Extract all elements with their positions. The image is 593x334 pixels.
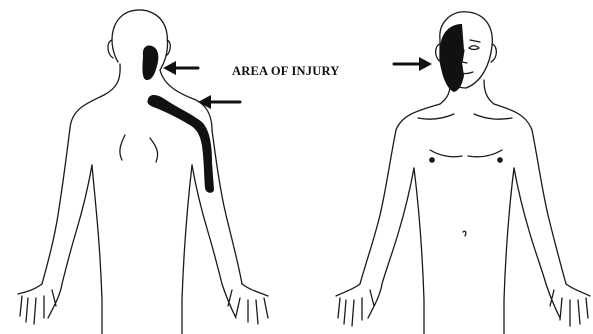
back-left-shoulder-line — [70, 64, 120, 128]
front-left-collarbone — [418, 114, 454, 119]
back-left-arm-inner — [62, 165, 92, 284]
shoulder-arm-injury-region — [147, 95, 214, 193]
front-left-nipple — [430, 158, 434, 162]
front-right-arm-inner — [514, 168, 546, 284]
front-neck-right — [484, 80, 494, 104]
front-right-hand — [546, 284, 590, 326]
back-torso-right — [182, 165, 192, 334]
front-left-shoulder — [396, 104, 440, 130]
face-injury-region — [440, 24, 464, 92]
front-left-hand — [336, 284, 382, 326]
back-left-arm-outer — [42, 128, 70, 284]
front-right-shoulder — [494, 104, 532, 130]
front-view-figure — [336, 12, 590, 334]
front-left-arm-inner — [382, 168, 414, 284]
front-navel — [463, 231, 466, 236]
front-right-arm-outer — [532, 130, 566, 284]
front-left-arm-outer — [360, 130, 396, 284]
back-torso-left — [92, 165, 102, 334]
front-right-eyebrow — [470, 40, 480, 42]
front-right-nipple — [498, 158, 502, 162]
back-right-hand — [222, 284, 268, 324]
front-torso-left — [414, 168, 424, 334]
back-right-shoulder-blade — [150, 138, 158, 162]
area-of-injury-label: AREA OF INJURY — [232, 64, 339, 79]
front-right-collarbone — [474, 114, 512, 119]
back-left-hand — [18, 284, 62, 324]
arrow-to-neck — [163, 61, 198, 75]
front-right-eye — [469, 46, 479, 50]
arrow-to-face — [394, 57, 432, 71]
neck-injury-region — [142, 45, 158, 80]
front-chest-line — [430, 150, 502, 157]
back-left-shoulder-blade — [120, 135, 125, 160]
back-head-outline — [112, 10, 168, 70]
front-torso-right — [504, 168, 514, 334]
